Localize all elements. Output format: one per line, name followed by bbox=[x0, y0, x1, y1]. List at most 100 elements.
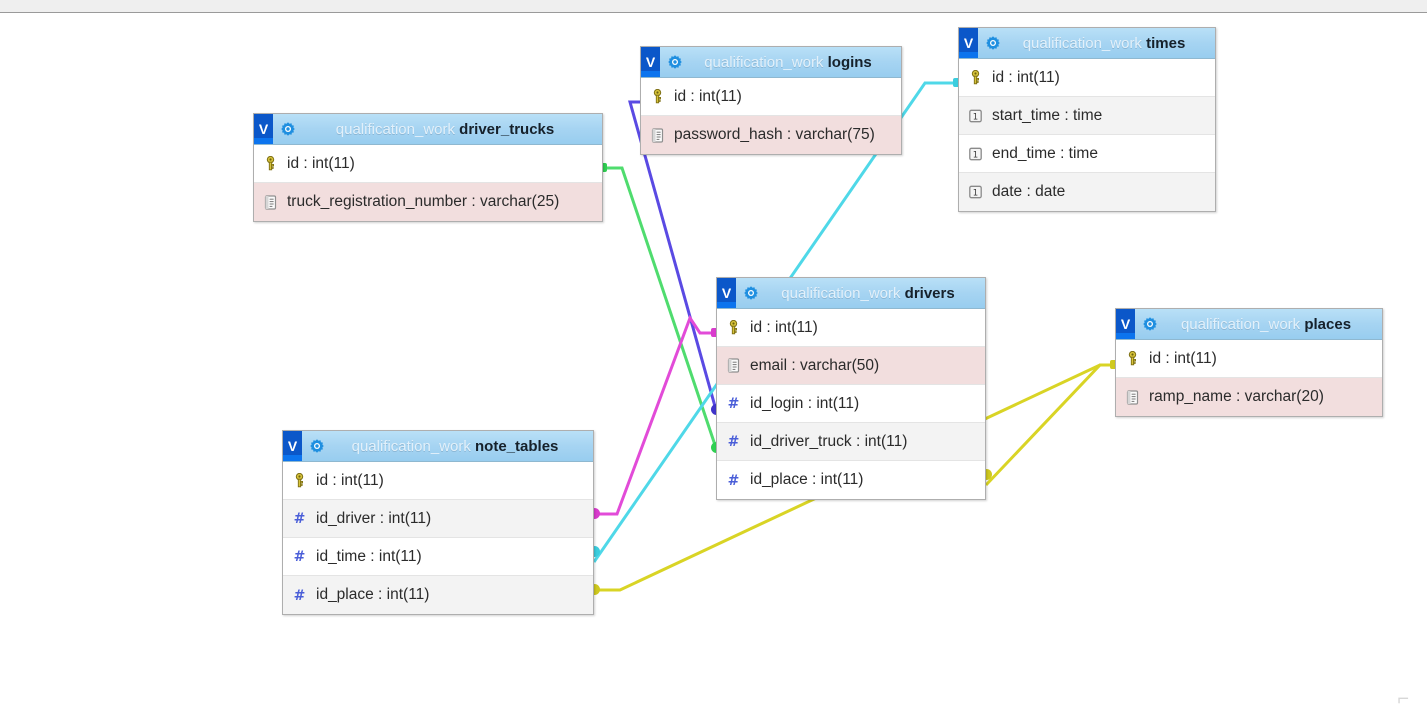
schema-name: qualification_work bbox=[1180, 316, 1301, 332]
relation-line-place-driver bbox=[984, 363, 1115, 487]
key-icon bbox=[653, 89, 662, 104]
document-icon bbox=[1126, 389, 1139, 405]
number-box-icon: 1 bbox=[969, 109, 982, 122]
connector-dot-note-place bbox=[589, 584, 600, 595]
svg-text:#: # bbox=[728, 473, 740, 488]
field-label: id : int(11) bbox=[674, 87, 742, 105]
table-title-places: qualification_work places bbox=[1162, 317, 1382, 332]
svg-text:#: # bbox=[294, 511, 306, 526]
svg-text:1: 1 bbox=[973, 150, 978, 160]
field-row[interactable]: # id_place : int(11) bbox=[717, 461, 985, 499]
connector-dot-note-time bbox=[589, 546, 600, 557]
number-box-icon: 1 bbox=[969, 147, 982, 160]
field-row[interactable]: password_hash : varchar(75) bbox=[641, 116, 901, 154]
connector-dot-driver-place bbox=[981, 469, 992, 480]
field-row[interactable]: 1 start_time : time bbox=[959, 97, 1215, 135]
field-row[interactable]: id : int(11) bbox=[959, 59, 1215, 97]
v-badge-icon: V bbox=[959, 28, 978, 58]
field-row[interactable]: id : int(11) bbox=[717, 309, 985, 347]
gear-icon bbox=[310, 439, 324, 453]
field-label: id : int(11) bbox=[1149, 349, 1217, 367]
field-row[interactable]: ramp_name : varchar(20) bbox=[1116, 378, 1382, 416]
field-label: id : int(11) bbox=[316, 471, 384, 489]
key-icon bbox=[1128, 351, 1137, 366]
field-label: password_hash : varchar(75) bbox=[674, 126, 875, 143]
field-label: id_driver : int(11) bbox=[316, 509, 432, 527]
schema-name: qualification_work bbox=[351, 438, 471, 454]
connector-nub-times bbox=[953, 78, 962, 87]
number-box-icon: 1 bbox=[969, 185, 982, 198]
hash-icon: # bbox=[728, 473, 740, 488]
relation-line-driver-note bbox=[594, 314, 716, 516]
table-title-logins: qualification_work logins bbox=[687, 55, 901, 70]
field-row[interactable]: #id_driver_truck : int(11) bbox=[717, 423, 985, 461]
field-label: id_place : int(11) bbox=[750, 471, 864, 488]
connector-dot-note-driver bbox=[589, 508, 600, 519]
svg-text:1: 1 bbox=[973, 188, 978, 198]
table-title-drivers: qualification_work drivers bbox=[763, 286, 985, 301]
field-label: ramp_name : varchar(20) bbox=[1149, 388, 1324, 405]
table-name: drivers bbox=[904, 285, 955, 301]
svg-text:1: 1 bbox=[973, 112, 978, 122]
field-label: id_login : int(11) bbox=[750, 394, 860, 412]
v-badge-icon: V bbox=[1116, 309, 1135, 339]
field-label: id_place : int(11) bbox=[316, 586, 430, 603]
field-row[interactable]: # id_driver : int(11) bbox=[283, 500, 593, 538]
table-name: times bbox=[1146, 35, 1186, 51]
table-name: places bbox=[1304, 316, 1352, 332]
table-title-note_tables: qualification_work note_tables bbox=[329, 439, 593, 454]
schema-name: qualification_work bbox=[1022, 35, 1142, 51]
field-row[interactable]: # id_time : int(11) bbox=[283, 538, 593, 576]
hash-icon: # bbox=[728, 396, 740, 411]
table-title-times: qualification_work times bbox=[1005, 36, 1215, 51]
field-row[interactable]: # id_place : int(11) bbox=[283, 576, 593, 614]
corner-artifact: ⌐ bbox=[1397, 688, 1409, 710]
schema-name: qualification_work bbox=[781, 285, 901, 301]
key-icon bbox=[729, 320, 738, 335]
field-row[interactable]: email : varchar(50) bbox=[717, 347, 985, 385]
field-label: id_driver_truck : int(11) bbox=[750, 432, 908, 450]
schema-name: qualification_work bbox=[335, 121, 455, 137]
svg-text:#: # bbox=[294, 549, 306, 564]
field-label: email : varchar(50) bbox=[750, 356, 880, 374]
key-icon bbox=[971, 70, 980, 85]
v-badge-icon: V bbox=[254, 114, 273, 144]
svg-text:#: # bbox=[294, 588, 306, 603]
field-row[interactable]: id : int(11) bbox=[641, 78, 901, 116]
field-row[interactable]: id : int(11) bbox=[1116, 340, 1382, 378]
field-row[interactable]: id : int(11) bbox=[254, 145, 602, 183]
table-name: logins bbox=[827, 54, 872, 70]
v-badge-icon: V bbox=[283, 431, 302, 461]
field-label: start_time : time bbox=[992, 106, 1103, 124]
field-row[interactable]: # id_login : int(11) bbox=[717, 385, 985, 423]
field-row[interactable]: id : int(11) bbox=[283, 462, 593, 500]
gear-icon bbox=[986, 36, 1000, 50]
field-row[interactable]: truck_registration_number : varchar(25) bbox=[254, 183, 602, 221]
table-title-driver_trucks: qualification_work driver_trucks bbox=[300, 122, 602, 137]
document-icon bbox=[264, 194, 277, 210]
relation-line-truck-driver bbox=[603, 166, 718, 449]
table-name: note_tables bbox=[475, 438, 559, 454]
key-icon bbox=[266, 156, 275, 171]
field-label: id_time : int(11) bbox=[316, 547, 422, 565]
gear-icon bbox=[744, 286, 758, 300]
hash-icon: # bbox=[294, 511, 306, 526]
field-label: end_time : time bbox=[992, 144, 1098, 162]
v-badge-icon: V bbox=[641, 47, 660, 77]
gear-icon bbox=[668, 55, 682, 69]
field-row[interactable]: 1 end_time : time bbox=[959, 135, 1215, 173]
